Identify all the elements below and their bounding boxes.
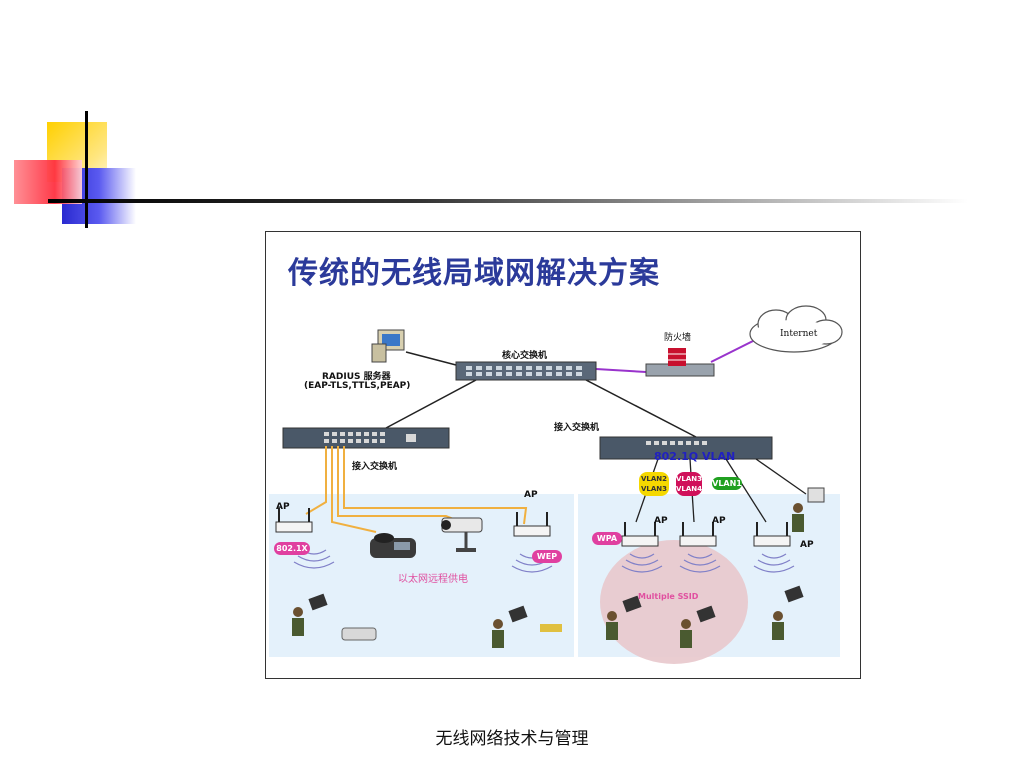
badge-wep: WEP <box>532 550 562 563</box>
poe-label: 以太网远程供电 <box>398 574 468 585</box>
slide-footer: 无线网络技术与管理 <box>435 729 589 749</box>
ap-label: AP <box>276 502 290 512</box>
firewall-icon <box>645 348 715 377</box>
deco-vertical-line <box>85 111 88 228</box>
badge-wpa: WPA <box>592 532 622 545</box>
access-switch-left-label: 接入交换机 <box>352 462 398 472</box>
badge-vlan-yellow: VLAN2 VLAN3 <box>639 472 669 496</box>
ip-camera-icon <box>441 517 483 552</box>
left-zone <box>269 494 574 657</box>
user-laptop-icon <box>772 585 804 640</box>
ap-device-icon <box>621 522 659 547</box>
ip-phone-icon <box>370 533 416 558</box>
ap-device-icon <box>679 522 717 547</box>
ap-label: AP <box>524 490 538 500</box>
ap-label: AP <box>654 516 668 526</box>
link-core-firewall <box>595 368 647 373</box>
badge-vlan-green: VLAN1 <box>712 477 742 490</box>
radius-label-line2: (EAP-TLS,TTLS,PEAP) <box>304 381 411 391</box>
badge-8021x: 802.1X <box>274 542 310 555</box>
radius-label-line1: RADIUS 服务器 <box>322 372 391 382</box>
core-switch-label: 核心交换机 <box>502 351 548 361</box>
access-switch-left <box>282 427 450 449</box>
network-diagram: 传统的无线局域网解决方案 核心交换机 防火墙 Internet RADIUS 服… <box>265 231 861 679</box>
access-switch-right-label: 接入交换机 <box>554 423 600 433</box>
ssid-circle <box>600 540 748 664</box>
deco-red-square <box>14 160 82 204</box>
link-core-access-left <box>385 379 477 429</box>
ap-label: AP <box>800 540 814 550</box>
core-switch <box>455 361 597 381</box>
diagram-title: 传统的无线局域网解决方案 <box>288 256 660 291</box>
ap-device-icon <box>513 512 551 537</box>
radio-waves <box>293 549 795 573</box>
deco-horizontal-line <box>48 199 968 203</box>
user-laptop-icon <box>680 605 716 648</box>
link-core-access-right <box>585 379 697 438</box>
ap-device-icon <box>275 508 313 533</box>
firewall-label: 防火墙 <box>664 333 692 343</box>
user-laptop-icon <box>606 595 642 640</box>
multiple-ssid-label: Multiple SSID <box>638 592 699 601</box>
user-laptop-icon <box>492 605 562 648</box>
ap-device-icon <box>753 522 791 547</box>
internet-label: Internet <box>780 329 818 339</box>
diagram-graphics <box>269 305 843 664</box>
link-radius-core <box>405 351 457 366</box>
access-switch-right <box>599 436 773 460</box>
user-laptop-icon <box>292 593 377 641</box>
radius-server-icon <box>371 329 405 363</box>
vlan-8021q-label: 802.1Q VLAN <box>654 450 736 463</box>
badge-vlan-red: VLAN3 VLAN4 <box>676 472 702 496</box>
ap-label: AP <box>712 516 726 526</box>
user-desktop-icon <box>792 487 825 532</box>
